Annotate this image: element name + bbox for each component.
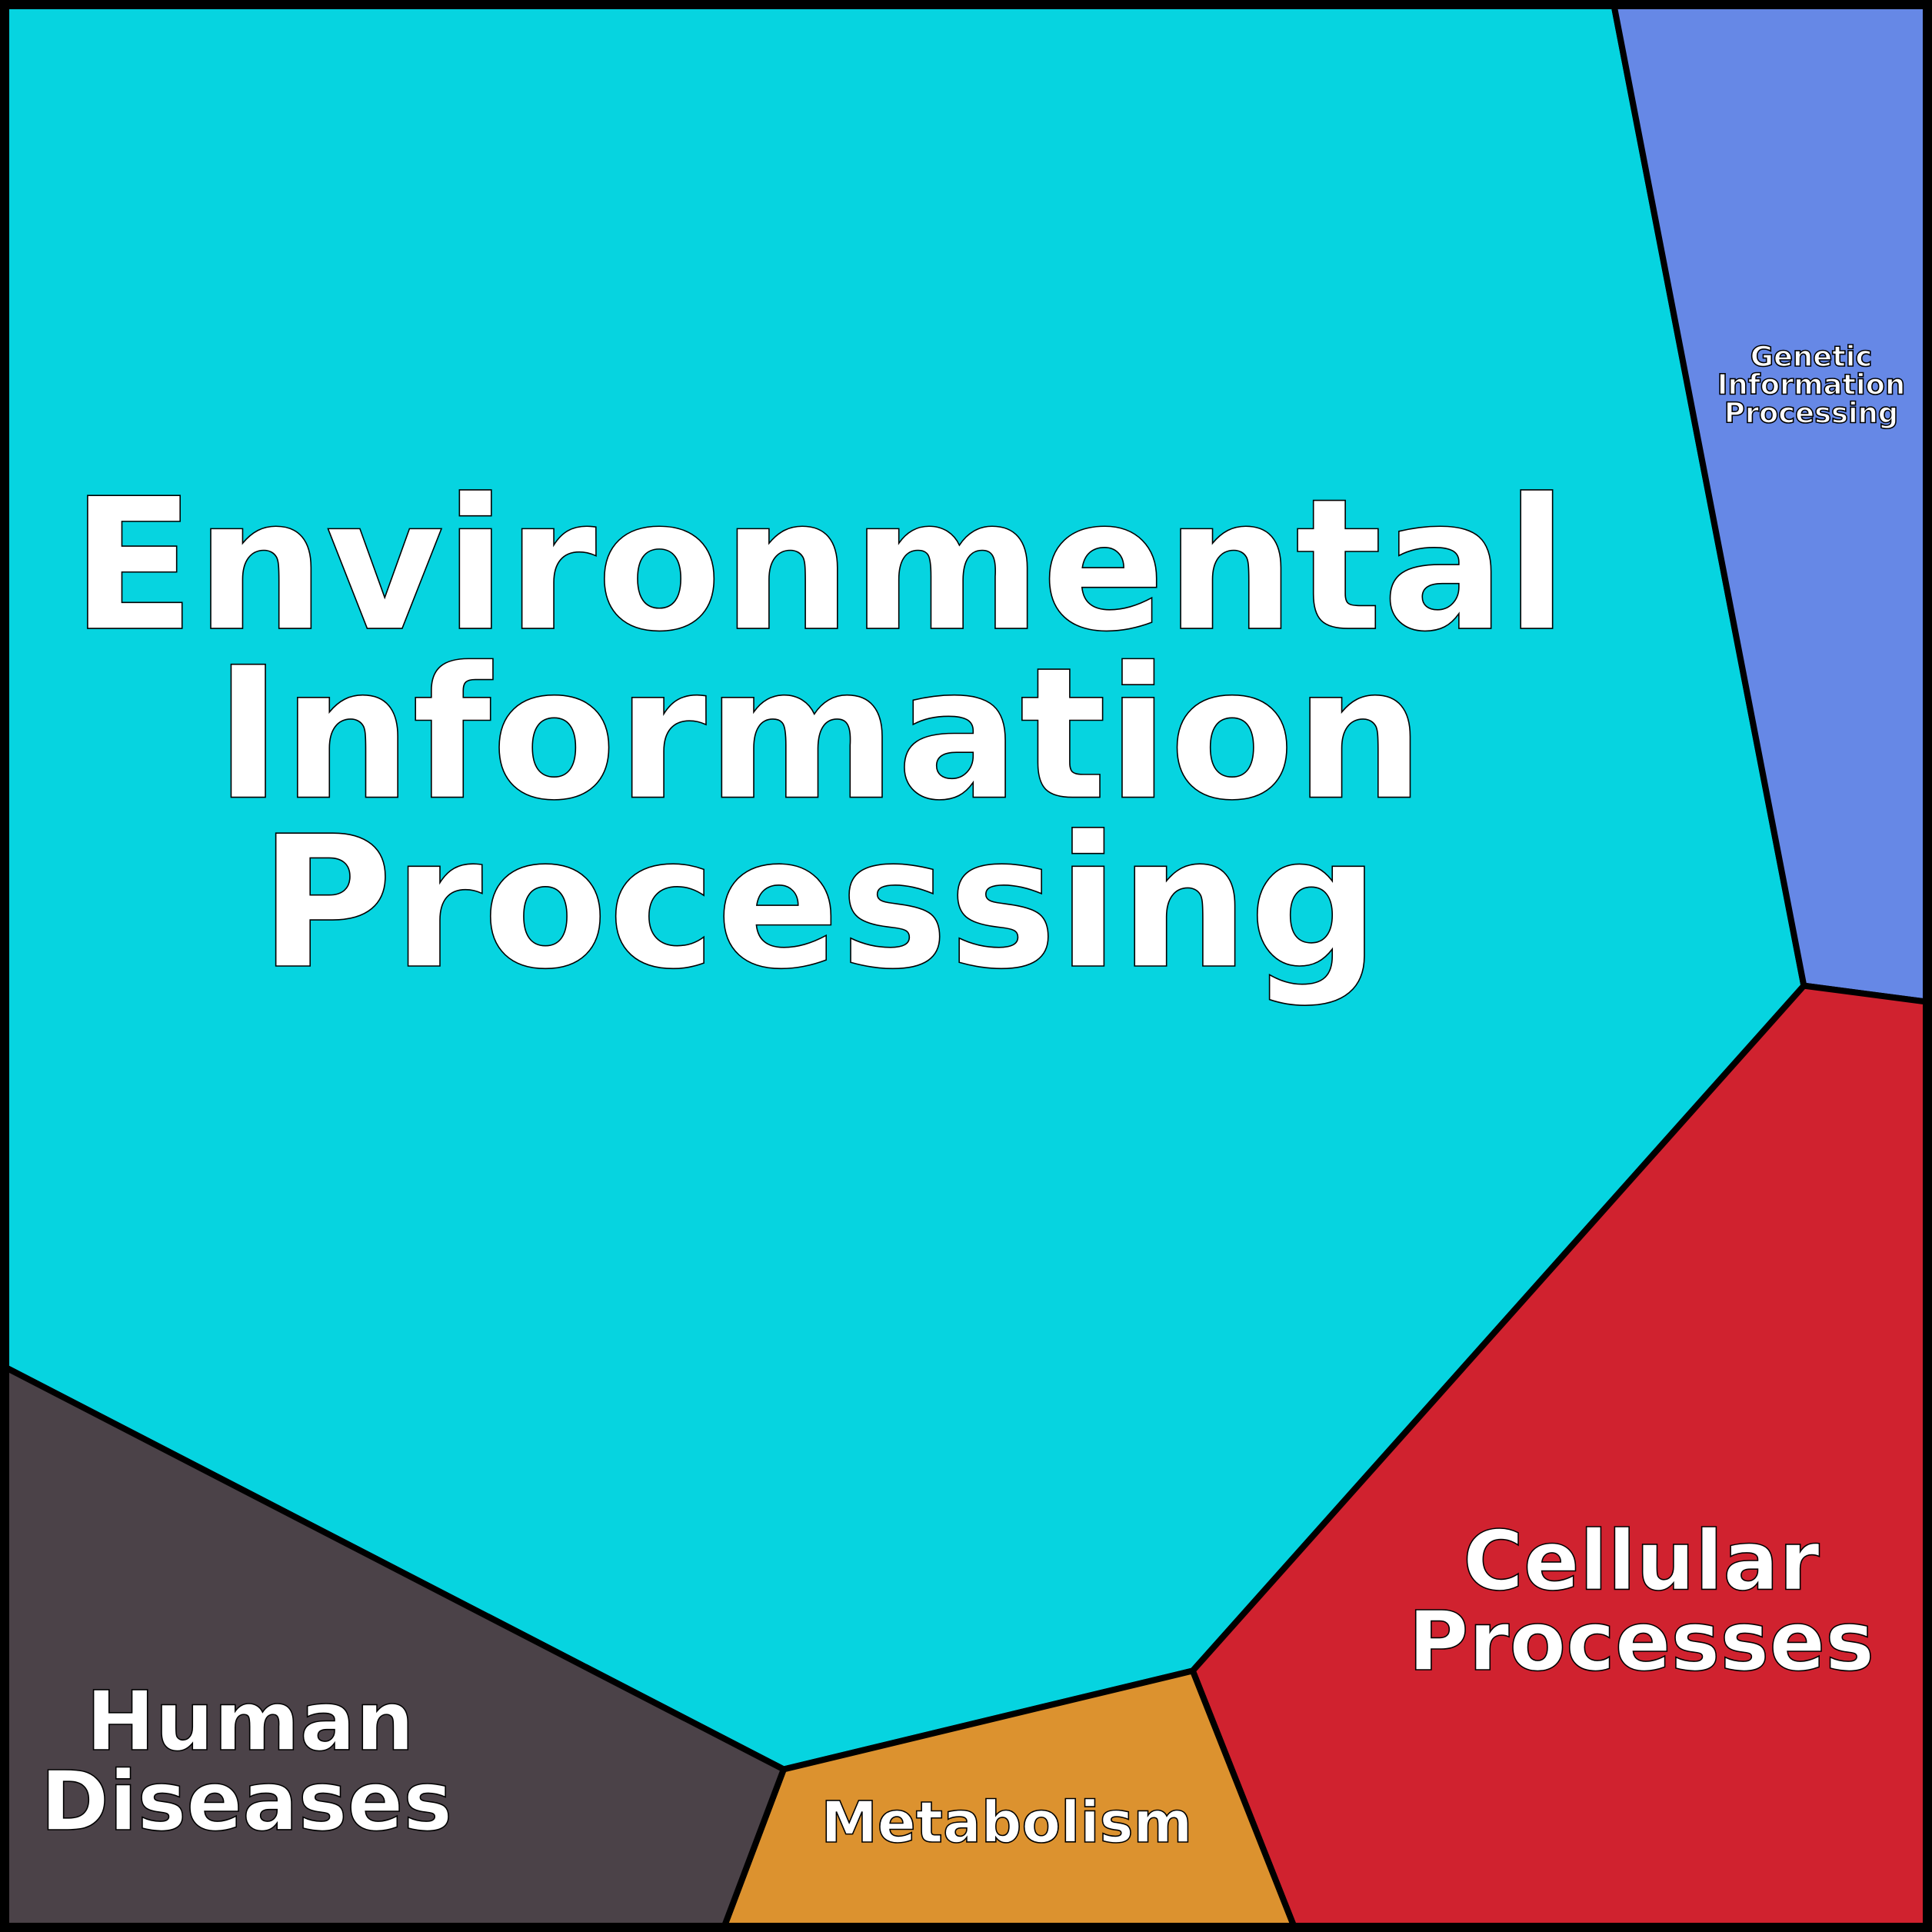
label-line: Processing (259, 797, 1380, 1009)
label-line: Information (1717, 368, 1905, 401)
label-line: Metabolism (821, 1790, 1192, 1856)
label-line: Human (86, 1674, 415, 1770)
label-line: Genetic (1750, 340, 1872, 373)
label-line: Information (215, 628, 1424, 841)
label-human-diseases: Human Diseases (40, 1673, 453, 1850)
label-line: Processing (1724, 397, 1898, 430)
label-cellular: Cellular Processes (1407, 1513, 1875, 1690)
label-line: Processes (1408, 1594, 1874, 1690)
label-metabolism: Metabolism (821, 1790, 1193, 1857)
label-environmental: Environmental Information Processing (70, 458, 1568, 1010)
label-line: Cellular (1463, 1514, 1820, 1610)
label-line: Diseases (41, 1754, 453, 1850)
label-line: Environmental (71, 459, 1567, 671)
label-genetic: Genetic Information Processing (1717, 339, 1906, 430)
